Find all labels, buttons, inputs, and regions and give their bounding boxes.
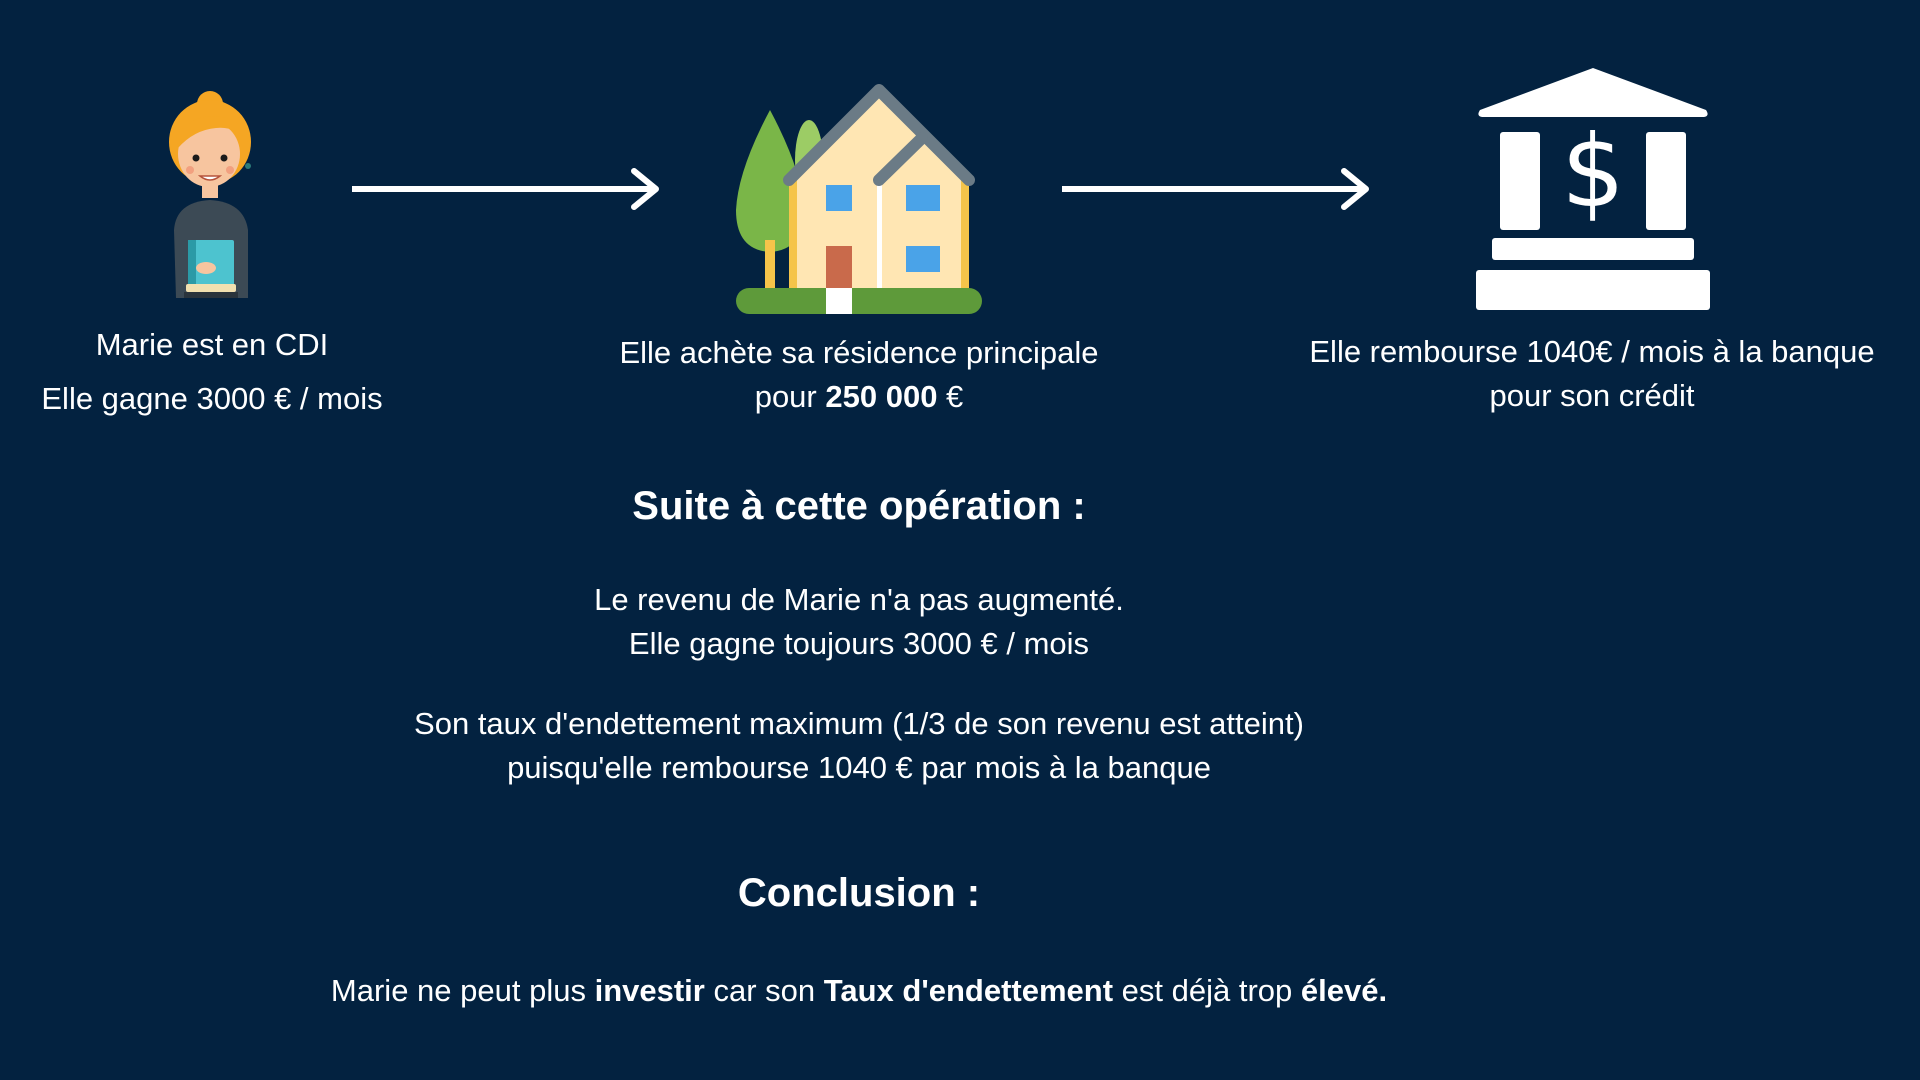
debt-paragraph: Son taux d'endettement maximum (1/3 de s… (0, 702, 1718, 790)
step-2-line2: pour 250 000 € (582, 375, 1136, 419)
income-paragraph: Le revenu de Marie n'a pas augmenté. Ell… (0, 578, 1718, 666)
debt-line2: puisqu'elle rembourse 1040 € par mois à … (507, 750, 1211, 785)
income-line1: Le revenu de Marie n'a pas augmenté. (594, 582, 1124, 617)
woman-holding-book-icon (166, 90, 258, 298)
conclusion-text-2: car son (704, 973, 824, 1008)
step-2-price: 250 000 (825, 379, 938, 414)
step-1-line1: Marie est en CDI (95, 327, 329, 362)
conclusion-sentence: Marie ne peut plus investir car son Taux… (0, 969, 1718, 1013)
arrow-right-icon (1062, 168, 1372, 210)
step-2-line2-prefix: pour (754, 379, 826, 414)
step-1-caption: Marie est en CDI Elle gagne 3000 € / moi… (13, 318, 411, 426)
conclusion-bold-debt-ratio: Taux d'endettement (823, 973, 1114, 1008)
arrow-right-icon (352, 168, 662, 210)
bank-dollar-icon: $ (1474, 68, 1712, 312)
suite-title: Suite à cette opération : (632, 484, 1086, 528)
step-3-line2: pour son crédit (1489, 378, 1695, 413)
step-1-line2: Elle gagne 3000 € / mois (41, 381, 383, 416)
step-2-currency: € (937, 379, 964, 414)
conclusion-title: Conclusion : (737, 871, 981, 915)
conclusion-text-1: Marie ne peut plus (330, 973, 595, 1008)
debt-line1: Son taux d'endettement maximum (1/3 de s… (414, 706, 1304, 741)
step-2-caption: Elle achète sa résidence principale pour… (582, 331, 1136, 419)
income-line2: Elle gagne toujours 3000 € / mois (628, 626, 1090, 661)
step-3-line1: Elle rembourse 1040€ / mois à la banque (1309, 334, 1875, 369)
conclusion-bold-invest: investir (594, 973, 705, 1008)
house-with-tree-icon (734, 80, 984, 316)
step-2-line1: Elle achète sa résidence principale (619, 335, 1099, 370)
step-3-caption: Elle rembourse 1040€ / mois à la banque … (1282, 330, 1902, 418)
conclusion-bold-high: élevé. (1300, 973, 1388, 1008)
svg-text:$: $ (1561, 113, 1625, 230)
conclusion-text-3: est déjà trop (1113, 973, 1301, 1008)
